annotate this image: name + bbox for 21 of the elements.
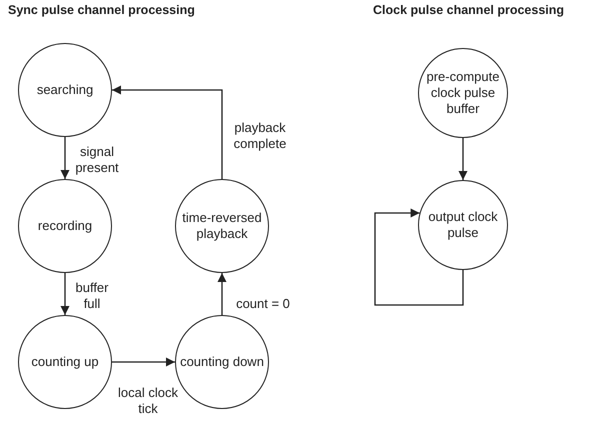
state-label: searching xyxy=(36,82,94,98)
edge-label: local clock tick xyxy=(118,385,178,417)
transition-arrow xyxy=(112,86,223,179)
edge-label: playback complete xyxy=(232,120,288,152)
transition-arrow xyxy=(374,208,464,306)
transition-arrow xyxy=(60,273,70,315)
state-label: counting up xyxy=(30,354,100,370)
state-label: pre-compute clock pulse buffer xyxy=(426,69,500,117)
transition-arrow xyxy=(458,138,468,180)
transition-arrow xyxy=(60,137,70,179)
transition-arrow xyxy=(218,273,226,315)
edge-label: buffer full xyxy=(74,280,110,312)
state-label: time-reversed playback xyxy=(181,210,263,242)
state-label: counting down xyxy=(179,354,265,370)
state-label: output clock pulse xyxy=(427,209,499,241)
transition-arrow xyxy=(112,358,175,366)
state-label: recording xyxy=(36,218,94,234)
edge-label: count = 0 xyxy=(235,296,291,312)
edge-label: signal present xyxy=(74,144,120,176)
section-heading: Clock pulse channel processing xyxy=(373,3,564,17)
section-heading: Sync pulse channel processing xyxy=(8,3,195,17)
